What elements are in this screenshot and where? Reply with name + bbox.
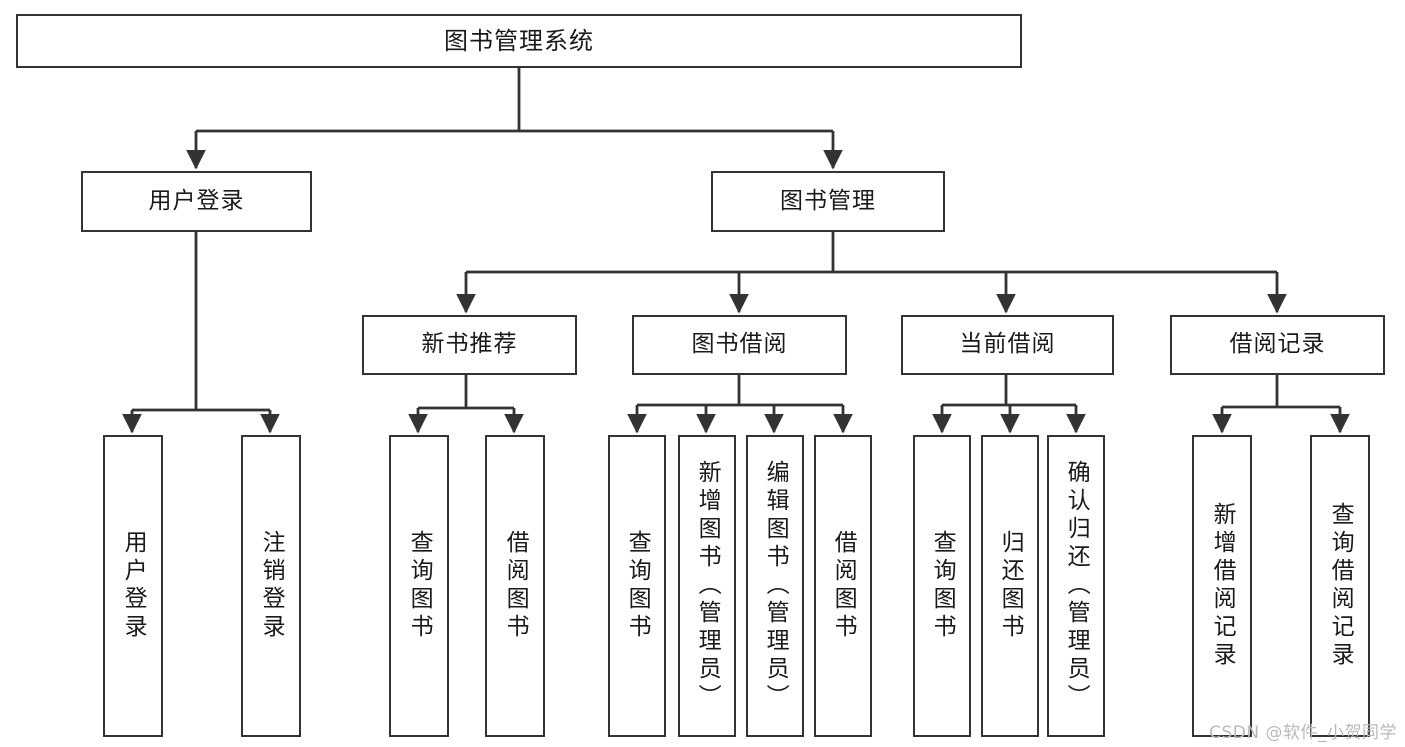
leaf-query-record[interactable]: 查询借阅记录 [1310,435,1370,737]
leaf-return-book[interactable]: 归还图书 [981,435,1039,737]
node-book-manage[interactable]: 图书管理 [711,171,945,232]
node-book-borrow[interactable]: 图书借阅 [632,315,847,375]
node-root[interactable]: 图书管理系统 [16,14,1022,68]
leaf-confirm-return[interactable]: 确认归还（管理员） [1047,435,1105,737]
leaf-query-book-3[interactable]: 查询图书 [913,435,971,737]
leaf-logout[interactable]: 注销登录 [241,435,301,737]
node-current-borrow[interactable]: 当前借阅 [901,315,1114,375]
leaf-borrow-book-1[interactable]: 借阅图书 [485,435,545,737]
leaf-query-book-2[interactable]: 查询图书 [608,435,666,737]
csdn-watermark: CSDN @软件_小贺同学 [1209,723,1397,743]
leaf-query-book-1[interactable]: 查询图书 [389,435,449,737]
node-borrow-record[interactable]: 借阅记录 [1170,315,1385,375]
node-user-login[interactable]: 用户登录 [81,171,312,232]
node-new-book-recommend[interactable]: 新书推荐 [362,315,577,375]
leaf-add-record[interactable]: 新增借阅记录 [1192,435,1252,737]
leaf-borrow-book-2[interactable]: 借阅图书 [814,435,872,737]
leaf-edit-book[interactable]: 编辑图书（管理员） [746,435,804,737]
leaf-user-login[interactable]: 用户登录 [103,435,163,737]
leaf-add-book[interactable]: 新增图书（管理员） [678,435,736,737]
